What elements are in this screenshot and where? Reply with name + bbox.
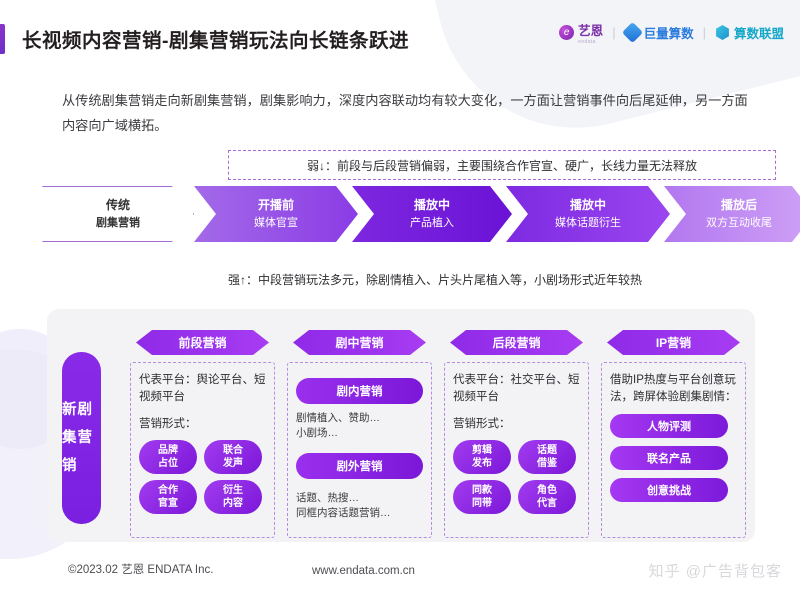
logo-suanshu-label: 算数联盟 <box>733 27 784 41</box>
pill-item[interactable]: 人物评测 <box>610 414 728 438</box>
pill-line1: 同款 <box>472 485 492 496</box>
column-front-stage: 前段营销 代表平台：舆论平台、短视频平台 营销形式： 品牌 占位 联合 发声 合… <box>130 330 275 538</box>
column-ip-marketing: IP营销 借助IP热度与平台创意玩法，跨屏体验剧集剧情： 人物评测 联名产品 创… <box>601 330 746 538</box>
pill-item[interactable]: 联合 发声 <box>204 440 262 474</box>
juliang-logo-icon <box>621 21 643 44</box>
flow-stage-line1: 开播前 <box>257 197 294 212</box>
flow-stage-during-product: 播放中 产品植入 <box>352 186 512 242</box>
pill-item[interactable]: 角色 代言 <box>518 480 576 514</box>
pill-item[interactable]: 合作 官宣 <box>139 480 197 514</box>
logo-group: 艺恩 endata | 巨量算数 | 算数联盟 <box>559 20 784 45</box>
pill-line1: 品牌 <box>158 445 178 456</box>
endata-logo-icon <box>559 25 575 40</box>
column-body: 代表平台：舆论平台、短视频平台 营销形式： 品牌 占位 联合 发声 合作 官宣 … <box>130 362 275 538</box>
pill-item[interactable]: 创意挑战 <box>610 478 728 502</box>
flow-stage-line1: 播放中 <box>569 197 606 212</box>
flow-stage-legacy: 传统 剧集营销 <box>42 186 194 242</box>
pill-line1: 联合 <box>223 445 243 456</box>
flow-stage-line2: 产品植入 <box>410 216 454 229</box>
pill-line2: 发声 <box>223 458 243 469</box>
footer-website: www.endata.com.cn <box>312 565 415 577</box>
intro-paragraph: 从传统剧集营销走向新剧集营销，剧集影响力，深度内容联动均有较大变化，一方面让营销… <box>62 93 748 133</box>
flow-stage-line1: 播放后 <box>720 197 757 212</box>
flow-stage-post-air: 播放后 双方互动收尾 <box>664 186 800 242</box>
pill-grid: 剪辑 发布 话题 借鉴 同款 同带 角色 代言 <box>453 440 580 514</box>
pill-line1: 剪辑 <box>472 445 492 456</box>
pill-line2: 发布 <box>472 458 492 469</box>
title-accent-bar <box>0 24 5 54</box>
page-title: 长视频内容营销-剧集营销玩法向长链条跃进 <box>22 30 409 52</box>
column-header: 后段营销 <box>450 330 583 355</box>
form-label: 营销形式： <box>453 418 511 430</box>
pill-line1: 合作 <box>158 485 178 496</box>
group-title-out-show[interactable]: 剧外营销 <box>296 453 423 479</box>
wide-pill-list: 人物评测 联名产品 创意挑战 <box>610 414 737 502</box>
group-title-in-show[interactable]: 剧内营销 <box>296 378 423 404</box>
platform-line: 代表平台：舆论平台、短视频平台 <box>139 374 266 403</box>
pill-line1: 衍生 <box>223 485 243 496</box>
note-weak: 弱↓：前段与后段营销偏弱，主要围绕合作官宣、硬广，长线力量无法释放 <box>228 150 776 180</box>
column-header: IP营销 <box>607 330 740 355</box>
form-label: 营销形式： <box>139 418 197 430</box>
flow-stage-line2: 剧集营销 <box>96 216 140 229</box>
column-header: 剧中营销 <box>293 330 426 355</box>
column-body: 借助IP热度与平台创意玩法，跨屏体验剧集剧情： 人物评测 联名产品 创意挑战 <box>601 362 746 538</box>
column-header: 前段营销 <box>136 330 269 355</box>
pill-line1: 话题 <box>537 445 557 456</box>
group-text-out-show: 话题、热搜… 同框内容话题营销… <box>296 492 391 519</box>
stage-flow: 传统 剧集营销 开播前 媒体官宣 播放中 产品植入 播放中 媒体话题衍生 播放后… <box>42 186 762 242</box>
footer-watermark: 知乎 @广告背包客 <box>648 563 782 580</box>
footer-copyright: ©2023.02 艺恩 ENDATA Inc. <box>68 564 214 576</box>
logo-suanshu: 算数联盟 <box>715 23 784 42</box>
pill-grid: 品牌 占位 联合 发声 合作 官宣 衍生 内容 <box>139 440 266 514</box>
column-body: 代表平台：社交平台、短视频平台 营销形式： 剪辑 发布 话题 借鉴 同款 同带 … <box>444 362 589 538</box>
platform-line: 代表平台：社交平台、短视频平台 <box>453 374 580 403</box>
flow-stage-during-topic: 播放中 媒体话题衍生 <box>506 186 670 242</box>
pill-item[interactable]: 同款 同带 <box>453 480 511 514</box>
pill-item[interactable]: 话题 借鉴 <box>518 440 576 474</box>
pill-item[interactable]: 衍生 内容 <box>204 480 262 514</box>
pill-item[interactable]: 品牌 占位 <box>139 440 197 474</box>
logo-separator: | <box>702 25 706 40</box>
platform-line: 借助IP热度与平台创意玩法，跨屏体验剧集剧情： <box>610 374 737 403</box>
flow-stage-line2: 媒体话题衍生 <box>555 216 621 229</box>
note-strong: 强↑：中段营销玩法多元，除剧情植入、片头片尾植入等，小剧场形式近年较热 <box>228 272 643 287</box>
suanshu-logo-icon <box>716 25 729 40</box>
logo-juliang: 巨量算数 <box>621 21 694 44</box>
pill-line2: 同带 <box>472 498 492 509</box>
pill-line1: 角色 <box>537 485 557 496</box>
panel-vertical-label: 新剧集营销 <box>62 352 101 524</box>
flow-stage-line1: 播放中 <box>413 197 450 212</box>
flow-stage-line2: 媒体官宣 <box>254 216 298 229</box>
flow-stage-line2: 双方互动收尾 <box>706 216 772 229</box>
group-text-in-show: 剧情植入、赞助… 小剧场… <box>296 412 380 439</box>
logo-endata-label: 艺恩 endata <box>578 24 604 45</box>
logo-endata: 艺恩 endata <box>559 20 603 45</box>
pill-line2: 内容 <box>223 498 243 509</box>
pill-line2: 占位 <box>158 458 178 469</box>
flow-stage-line1: 传统 <box>105 197 130 212</box>
pill-item[interactable]: 剪辑 发布 <box>453 440 511 474</box>
pill-line2: 借鉴 <box>537 458 557 469</box>
panel-vertical-label-text: 新剧集营销 <box>62 402 93 474</box>
flow-stage-pre-air: 开播前 媒体官宣 <box>194 186 358 242</box>
column-mid-stage: 剧中营销 剧内营销 剧情植入、赞助… 小剧场… 剧外营销 话题、热搜… 同框内容… <box>287 330 432 538</box>
pill-line2: 代言 <box>537 498 557 509</box>
logo-juliang-label: 巨量算数 <box>643 27 694 41</box>
pill-line2: 官宣 <box>158 498 178 509</box>
column-body: 剧内营销 剧情植入、赞助… 小剧场… 剧外营销 话题、热搜… 同框内容话题营销… <box>287 362 432 538</box>
logo-separator: | <box>612 25 616 40</box>
pill-item[interactable]: 联名产品 <box>610 446 728 470</box>
column-back-stage: 后段营销 代表平台：社交平台、短视频平台 营销形式： 剪辑 发布 话题 借鉴 同… <box>444 330 589 538</box>
